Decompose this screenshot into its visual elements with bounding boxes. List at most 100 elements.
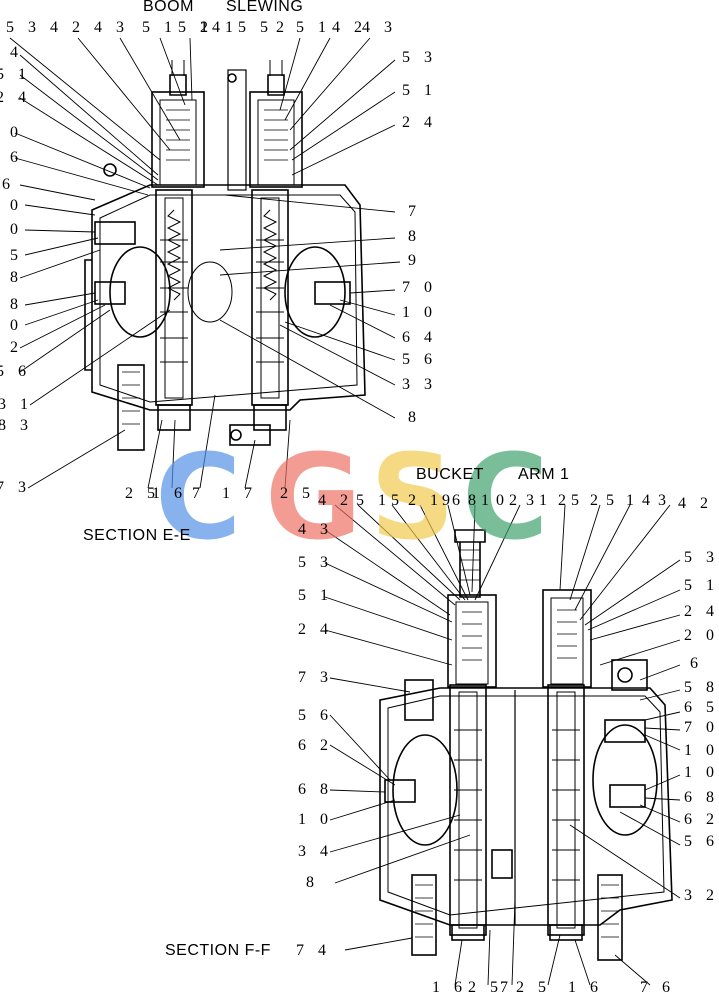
label: 4 2 <box>50 19 85 36</box>
label: 0 <box>10 317 23 334</box>
label: 8 <box>10 269 23 286</box>
label: 3 2 <box>684 887 719 904</box>
label: 0 <box>10 197 23 214</box>
label: 0 <box>10 221 23 238</box>
label: 4 <box>10 44 23 61</box>
label: 6 8 <box>298 781 333 798</box>
label: 1 <box>626 492 639 509</box>
label: 2 5 <box>280 485 315 502</box>
label: 5 5 <box>238 19 273 36</box>
label: 5 6 <box>0 363 31 380</box>
label: 2 4 <box>298 621 333 638</box>
label: 2 4 <box>684 603 719 620</box>
label: 41 <box>212 19 238 36</box>
section-f-f-leaders <box>324 504 681 986</box>
header-arm-1: ARM 1 <box>518 466 570 483</box>
label: 3 3 <box>402 376 437 393</box>
label: 7 <box>500 979 513 996</box>
label: 5 3 <box>684 549 719 566</box>
label: 6 <box>452 492 465 509</box>
label: 7 <box>408 203 421 220</box>
label: 2 4 <box>402 114 437 131</box>
watermark-letter-g: G <box>265 428 362 566</box>
label: 5 6 <box>684 833 719 850</box>
section-e-e-caption: SECTION E-E <box>83 527 191 545</box>
label: 6 2 <box>684 811 719 828</box>
label: 5 2 <box>178 19 213 36</box>
label: 3 <box>658 492 671 509</box>
label: 8 3 <box>0 417 33 434</box>
watermark-letter-c2: C <box>462 428 549 566</box>
label: 5 1 <box>402 82 437 99</box>
label: 4 2 <box>318 492 353 509</box>
label: 2 0 <box>684 627 719 644</box>
label: 8 <box>10 296 23 313</box>
label: 8 <box>408 409 421 426</box>
label: 5 8 <box>684 679 719 696</box>
label: 7 3 <box>0 479 31 496</box>
label: 6 4 <box>402 329 437 346</box>
section-f-f-caption: SECTION F-F <box>165 942 271 960</box>
label: 5 6 <box>402 351 437 368</box>
label: 5 <box>356 492 369 509</box>
section-e-e-id: E-E <box>162 527 191 544</box>
label: 2 5 <box>468 979 503 996</box>
label: 9 <box>442 492 455 509</box>
label: 8 <box>306 874 319 891</box>
header-slewing: SLEWING <box>226 0 304 15</box>
watermark-letter-s: S <box>370 428 455 566</box>
label: 5 1 <box>684 577 719 594</box>
label: 5 <box>10 247 23 264</box>
label: 15 <box>378 492 404 509</box>
label: 5 6 <box>298 707 333 724</box>
label: 25 <box>558 492 584 509</box>
label: 5 1 <box>298 587 333 604</box>
label: 5 1 <box>0 66 31 83</box>
label: 2 4 <box>0 89 31 106</box>
label: 1 0 <box>684 742 719 759</box>
label: 1 0 <box>684 764 719 781</box>
label: 0 <box>10 124 23 141</box>
label: 8 <box>408 228 421 245</box>
section-e-e-drawing <box>84 60 366 451</box>
label: 2 <box>590 492 603 509</box>
section-e-e-leaders <box>9 37 401 489</box>
label: 4 3 <box>362 19 397 36</box>
label: 1 7 <box>222 485 257 502</box>
label: 6 2 <box>298 737 333 754</box>
label: 1 0 <box>402 304 437 321</box>
label: 3 4 <box>298 843 333 860</box>
label: 2 5 <box>516 979 551 996</box>
label: 6 8 <box>684 789 719 806</box>
header-bucket: BUCKET <box>416 466 484 483</box>
label: 5 3 <box>6 19 41 36</box>
label: 4 3 <box>94 19 129 36</box>
label: 1 6 <box>432 979 467 996</box>
label: 5 <box>606 492 619 509</box>
label: 3 1 <box>0 396 33 413</box>
label: 81 <box>468 492 494 509</box>
label: 2 <box>10 339 23 356</box>
label: 6 <box>10 149 23 166</box>
label: 1 6 <box>568 979 603 996</box>
section-e-e-word: SECTION <box>83 527 158 544</box>
label: 02 <box>496 492 522 509</box>
label: 7 3 <box>298 669 333 686</box>
label: 31 <box>526 492 552 509</box>
label: 7 6 <box>640 979 675 996</box>
label: 1 0 <box>298 811 333 828</box>
section-f-f-drawing <box>379 529 673 961</box>
label: 5 3 <box>298 554 333 571</box>
label: 9 <box>408 252 421 269</box>
label: 4 <box>642 492 655 509</box>
label: 7 <box>192 485 205 502</box>
label: 6 <box>2 176 15 193</box>
label: 5 1 <box>296 19 331 36</box>
label: 2 1 <box>408 492 443 509</box>
label: 4 3 <box>298 521 333 538</box>
label: 7 0 <box>402 279 437 296</box>
label: 5 3 <box>402 49 437 66</box>
label: 7 0 <box>684 719 719 736</box>
